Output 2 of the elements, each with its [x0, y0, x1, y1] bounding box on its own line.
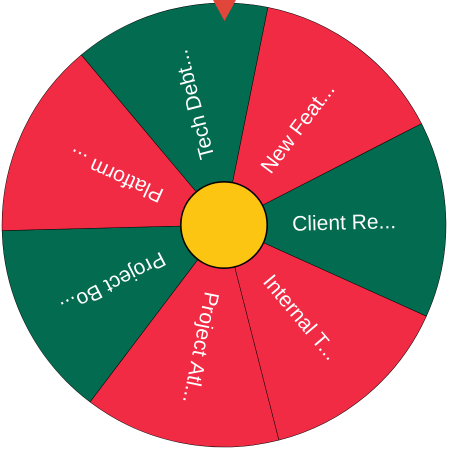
node-label: Project Atl... — [183, 292, 220, 400]
wheel-hub — [180, 181, 268, 269]
